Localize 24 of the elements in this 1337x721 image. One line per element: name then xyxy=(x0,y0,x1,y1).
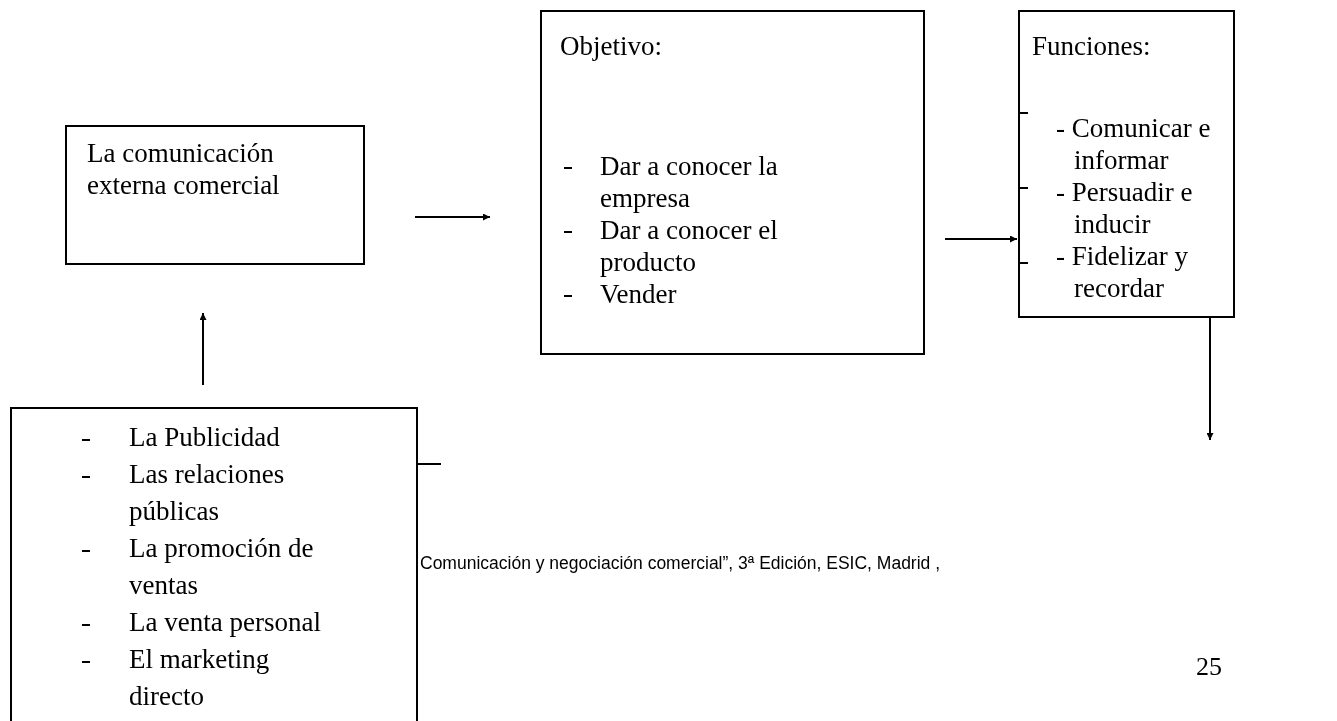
list-item: - Comunicar e informar xyxy=(1056,112,1212,176)
text-box xyxy=(65,125,365,265)
list-item: - Fidelizar y recordar xyxy=(1056,240,1189,304)
arrow xyxy=(414,213,491,221)
box-heading: Funciones: xyxy=(1032,30,1152,62)
text-box xyxy=(10,407,418,721)
footnote-text: Comunicación y negociación comercial”, 3ª Edición, ESIC, Madrid , xyxy=(420,553,941,574)
list-item: Dar a conocer la empresa xyxy=(600,150,779,214)
box-heading: Objetivo: xyxy=(560,30,663,62)
arrow xyxy=(199,312,207,386)
list-item: Vender xyxy=(600,278,678,310)
list-item: - Persuadir e inducir xyxy=(1056,176,1194,240)
text-box xyxy=(1018,10,1235,318)
list-item: La Publicidad xyxy=(129,421,281,454)
list-item: El marketing directo xyxy=(129,643,271,713)
list-item: La promoción de ventas xyxy=(129,532,315,602)
box-text: La comunicación externa comercial xyxy=(87,137,281,201)
arrow xyxy=(944,235,1018,243)
page-number: 25 xyxy=(1196,652,1222,682)
list-item: Las relaciones públicas xyxy=(129,458,286,528)
text-box xyxy=(540,10,925,355)
list-item: La venta personal xyxy=(129,606,322,639)
arrow xyxy=(1206,317,1214,441)
list-item: Dar a conocer el producto xyxy=(600,214,779,278)
